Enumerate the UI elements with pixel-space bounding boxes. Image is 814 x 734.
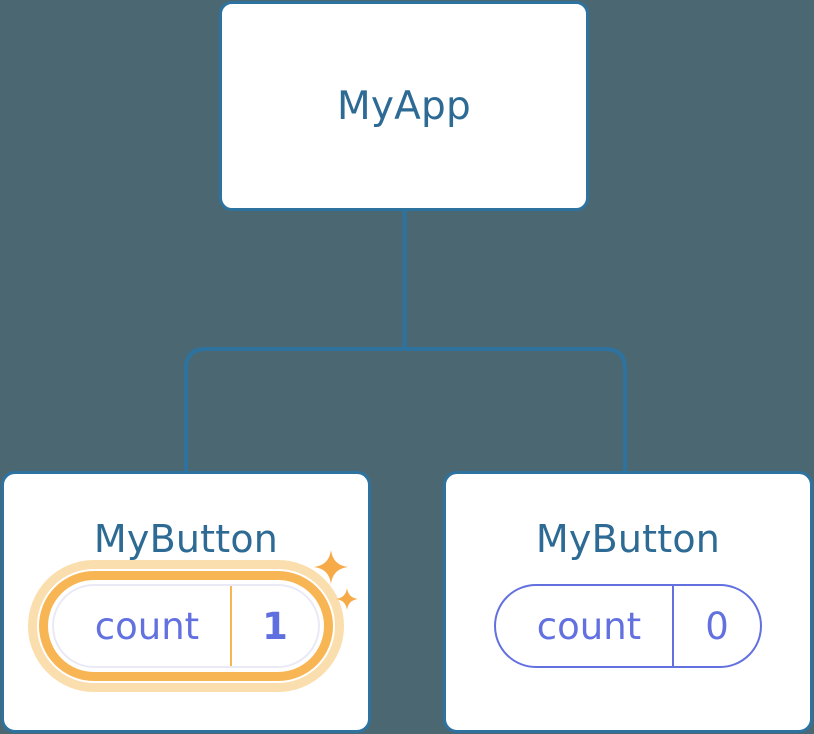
- sparkle-icon: [336, 588, 358, 610]
- node-mybutton-right-label: MyButton: [535, 517, 721, 561]
- state-value-left: 1: [230, 586, 318, 666]
- edge-child-branch: [184, 347, 627, 471]
- state-key-left: count: [94, 604, 200, 648]
- state-key-right: count: [536, 604, 642, 648]
- node-mybutton-left-label: MyButton: [93, 517, 279, 561]
- node-mybutton-right[interactable]: MyButton count 0: [443, 471, 813, 733]
- sparkle-icon: [314, 550, 348, 584]
- node-myapp[interactable]: MyApp: [219, 1, 589, 211]
- state-pill-left[interactable]: count 1: [52, 584, 320, 668]
- node-mybutton-left[interactable]: MyButton count 1: [1, 471, 371, 733]
- state-chip-right[interactable]: count 0: [494, 584, 762, 668]
- state-chip-left[interactable]: count 1: [28, 550, 358, 692]
- sparkle-group: [312, 550, 372, 622]
- state-pill-right[interactable]: count 0: [494, 584, 762, 668]
- node-myapp-label: MyApp: [337, 83, 471, 129]
- state-value-right: 0: [672, 586, 760, 666]
